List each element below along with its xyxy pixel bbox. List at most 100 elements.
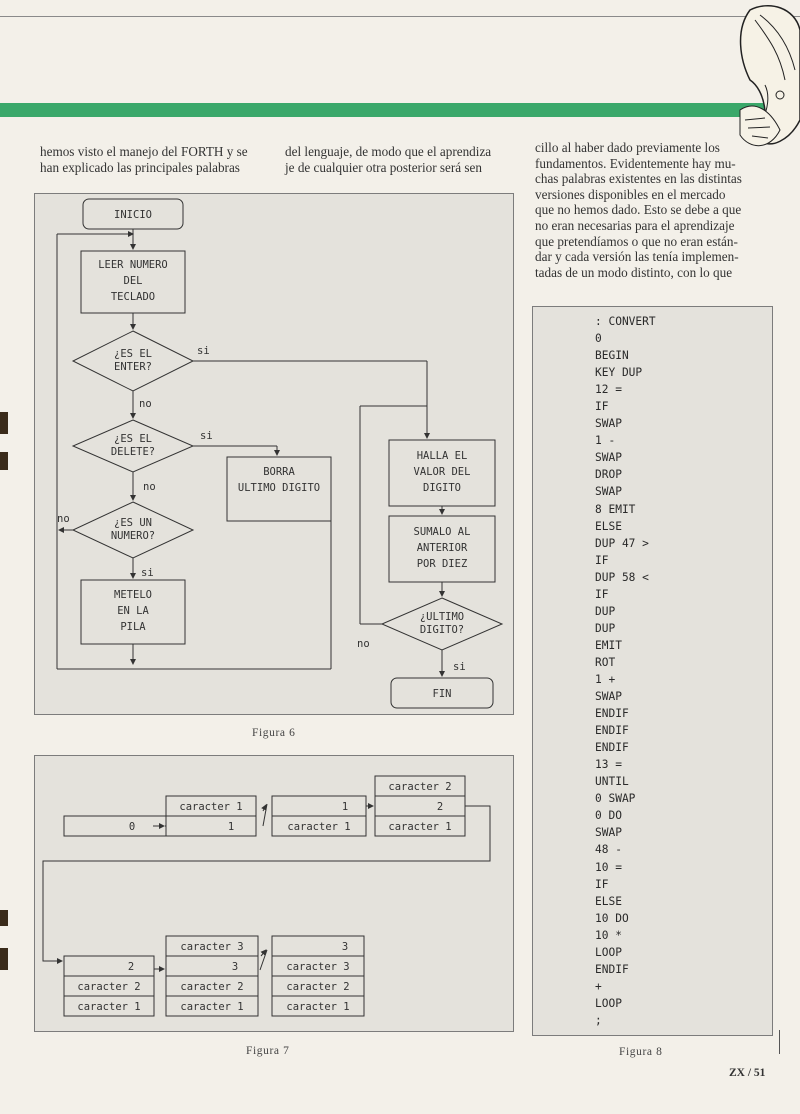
borra-line: BORRA: [263, 466, 295, 478]
code-line: SWAP: [595, 485, 622, 499]
stack-value: caracter 1: [287, 821, 350, 833]
stack-cell: [165, 955, 259, 977]
stack-cell: [271, 815, 367, 837]
code-line: BEGIN: [595, 349, 629, 363]
stack-value: 0: [129, 821, 135, 833]
stack-value: caracter 1: [180, 1001, 243, 1013]
edge-mark: [0, 452, 8, 470]
code-line: IF: [595, 587, 609, 601]
end-label: FIN: [433, 688, 452, 700]
code-line: IF: [595, 553, 609, 567]
stack-cell: [374, 815, 466, 837]
code-line: 0 DO: [595, 809, 622, 823]
code-line: EMIT: [595, 638, 622, 652]
code-line: ELSE: [595, 519, 622, 533]
code-line: LOOP: [595, 996, 622, 1010]
text-column-2: del lenguaje, de modo que el aprendiza j…: [285, 144, 512, 175]
code-line: DUP: [595, 621, 616, 635]
number-line: NUMERO?: [111, 530, 155, 542]
stack-value: caracter 2: [180, 981, 243, 993]
text-line: je de cualquier otra posterior será sen: [285, 159, 482, 175]
stack-value: 1: [228, 821, 234, 833]
text-line: no eran necesarias para el aprendizaje: [535, 217, 735, 233]
end-terminal: [390, 677, 494, 709]
text-line: han explicado las principales palabras: [40, 159, 240, 175]
code-line: 1 +: [595, 672, 616, 686]
borra-line: ULTIMO DIGITO: [238, 482, 320, 494]
text-line: fundamentos. Evidentemente hay mu-: [535, 155, 736, 171]
delete-line: ¿ES EL: [114, 433, 152, 445]
code-line: 12 =: [595, 383, 622, 397]
cartoon-hand-icon: [739, 5, 800, 147]
footer-rule: [779, 1030, 780, 1054]
code-line: LOOP: [595, 945, 622, 959]
edge-mark: [0, 412, 8, 434]
stack-value: caracter 2: [388, 781, 451, 793]
code-line: KEY DUP: [595, 366, 643, 380]
si-label: si: [200, 430, 213, 442]
enter-line: ENTER?: [114, 361, 152, 373]
code-line: DUP: [595, 604, 616, 618]
stack-value: 3: [232, 961, 238, 973]
code-line: DUP 58 <: [595, 570, 649, 584]
top-rule: [0, 16, 800, 17]
enter-line: ¿ES EL: [114, 348, 152, 360]
code-line: ;: [595, 1013, 602, 1027]
stack-value: 3: [342, 941, 348, 953]
text-line: que pretendíamos o que no eran están-: [535, 233, 738, 249]
code-line: 48 -: [595, 843, 622, 857]
ultimo-line: ¿ULTIMO: [420, 611, 464, 623]
text-line: versiones disponibles en el mercado: [535, 186, 726, 202]
edge-mark: [0, 948, 8, 970]
figure-8-caption: Figura 8: [619, 1046, 663, 1058]
code-line: +: [595, 979, 602, 993]
ultimo-line: DIGITO?: [420, 624, 464, 636]
si-label: si: [141, 567, 154, 579]
no-label: no: [57, 513, 70, 525]
no-label: no: [143, 481, 156, 493]
stack-cell: [374, 795, 466, 817]
stack-value: 1: [342, 801, 348, 813]
code-line: : CONVERT: [595, 315, 656, 328]
page-number: ZX / 51: [729, 1067, 766, 1079]
figure-7-caption: Figura 7: [246, 1045, 290, 1057]
stack-value: caracter 1: [179, 801, 242, 813]
sumalo-line: ANTERIOR: [417, 542, 468, 554]
halla-line: VALOR DEL: [414, 466, 471, 478]
stack-value: 2: [437, 801, 443, 813]
code-line: UNTIL: [595, 775, 629, 789]
push-line: METELO: [114, 589, 152, 601]
text-column-1: hemos visto el manejo del FORTH y se han…: [40, 144, 270, 175]
read-line: TECLADO: [111, 291, 155, 303]
read-line: DEL: [124, 275, 143, 287]
code-line: SWAP: [595, 826, 622, 840]
si-label: si: [453, 661, 466, 673]
text-line: del lenguaje, de modo que el aprendiza: [285, 144, 492, 159]
edge-mark: [0, 910, 8, 926]
no-label: no: [357, 638, 370, 650]
text-line: dar y cada versión las tenía implemen-: [535, 249, 739, 265]
text-line: cillo al haber dado previamente los: [535, 140, 720, 155]
code-line: IF: [595, 400, 609, 414]
text-line: que no hemos dado. Esto se debe a que: [535, 202, 742, 218]
stack-cell: [271, 995, 365, 1017]
text-line: hemos visto el manejo del FORTH y se: [40, 144, 248, 159]
text-column-3: cillo al haber dado previamente los fund…: [535, 140, 767, 280]
text-line: chas palabras existentes en las distinta…: [535, 171, 742, 187]
code-line: 0 SWAP: [595, 792, 636, 806]
stack-cell: [271, 795, 367, 817]
stack-cell: [165, 995, 259, 1017]
code-line: DUP 47 >: [595, 536, 649, 550]
stack-value: 2: [128, 961, 134, 973]
figure-6-flowchart: INICIO LEER NUMERO DEL TECLADO ¿ES EL EN…: [34, 193, 514, 715]
stack-cell: [165, 815, 257, 837]
code-line: ELSE: [595, 894, 622, 908]
code-line: ENDIF: [595, 741, 629, 755]
figure-6-caption: Figura 6: [252, 727, 296, 739]
start-label: INICIO: [114, 209, 152, 221]
text-line: tadas de un modo distinto, con lo que: [535, 264, 733, 280]
code-line: DROP: [595, 468, 622, 482]
push-line: EN LA: [117, 605, 149, 617]
